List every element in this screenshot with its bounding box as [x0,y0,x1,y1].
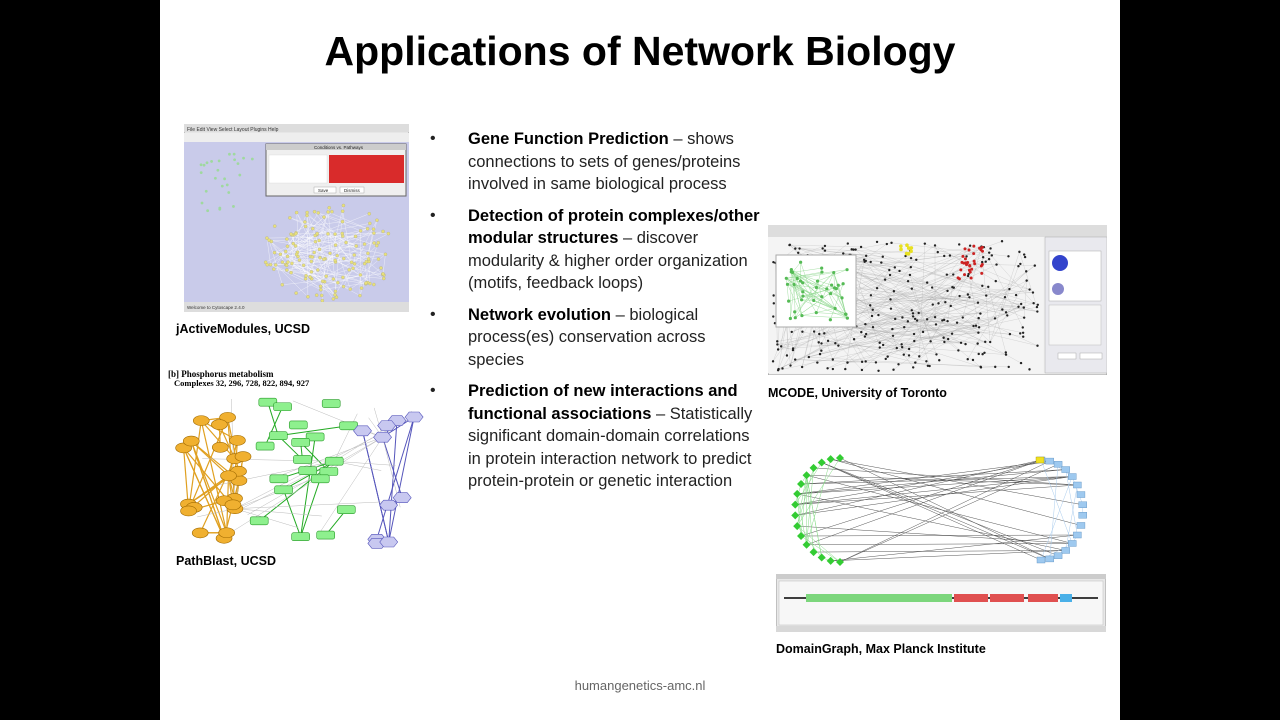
slide: Applications of Network Biology File Edi… [160,0,1120,720]
bullet-item: •Network evolution – biological process(… [430,305,706,369]
slide-title: Applications of Network Biology [324,28,956,74]
domaingraph-graph [791,454,1087,566]
mcode-cluster-inset [784,260,849,322]
jactive-dismiss-button[interactable]: Dismiss [344,188,360,193]
jactive-modules-screenshot: File Edit View Select Layout Plugins Hel… [184,124,409,312]
bullet-list: •Gene Function Prediction – shows connec… [430,128,760,502]
bullet-item: •Prediction of new interactions and func… [430,382,753,490]
jactive-status-text: Welcome to Cytoscape 2.4.0 [187,305,245,310]
bullet-item: •Gene Function Prediction – shows connec… [430,130,741,193]
jactive-nodes [199,152,391,303]
pathblast-subheading: Complexes 32, 296, 728, 822, 894, 927 [174,378,310,388]
pathblast-figure: [b] Phosphorus metabolism Complexes 32, … [166,368,436,552]
jactive-save-button[interactable]: Save [318,188,329,193]
caption-pathblast: PathBlast, UCSD [176,554,277,568]
mcode-graph [771,240,1040,372]
domaingraph-network [776,452,1106,570]
jactive-dialog-title: Conditions vs. Pathways [314,145,364,150]
caption-mcode: MCODE, University of Toronto [768,386,947,400]
caption-jactive-modules: jActiveModules, UCSD [176,322,311,336]
bullet-item: •Detection of protein complexes/other mo… [430,206,760,293]
pathblast-graph [175,397,424,549]
pathblast-heading: [b] Phosphorus metabolism [168,369,274,379]
caption-domaingraph: DomainGraph, Max Planck Institute [776,642,986,656]
jactive-menu-text: File Edit View Select Layout Plugins Hel… [187,127,279,133]
domaingraph-domain-panel [776,574,1106,632]
slide-footer: humangenetics-amc.nl [574,678,706,693]
mcode-screenshot [768,225,1107,375]
